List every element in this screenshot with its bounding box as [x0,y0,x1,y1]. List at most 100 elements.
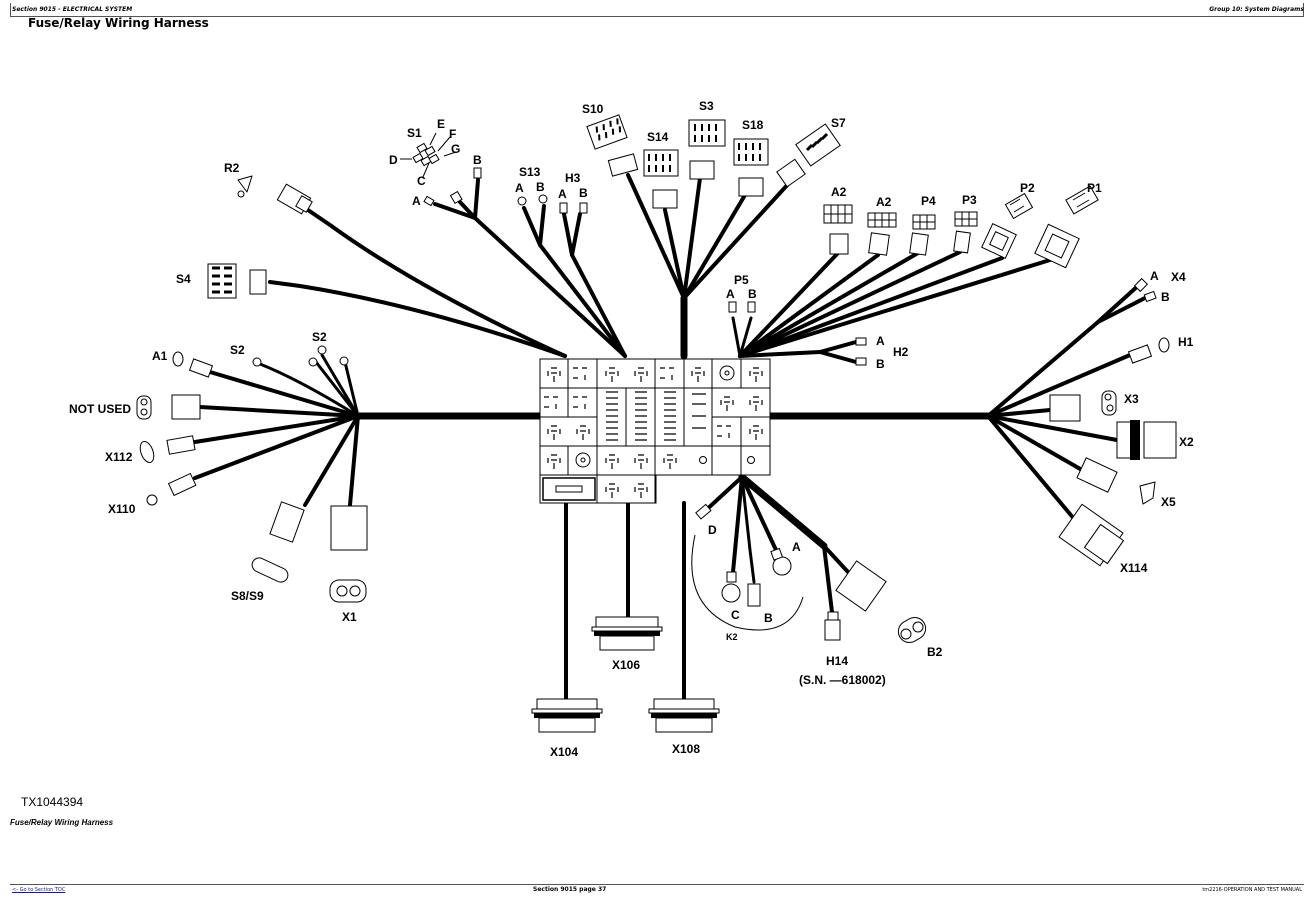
connector-a2-1[interactable] [823,204,853,255]
connector-x3[interactable] [1049,390,1117,422]
header-group: Group 10: System Diagrams [1209,6,1304,13]
connector-p4[interactable] [909,214,936,256]
connector-s4[interactable] [207,263,267,299]
label-k2-c: C [731,608,740,622]
label-not-used: NOT USED [69,402,131,416]
terminal-s2-4[interactable] [339,356,349,366]
terminal-s13-a[interactable] [517,196,527,206]
terminal-s2-1[interactable] [252,357,262,367]
label-x4: X4 [1171,270,1186,284]
label-h2-b: B [876,357,885,371]
go-to-section-toc-link[interactable]: <- Go to Section TOC [12,887,66,893]
label-s4: S4 [176,272,191,286]
label-x106: X106 [612,658,640,672]
terminal-h3-a[interactable] [559,202,568,214]
terminal-k2-b[interactable] [747,583,761,607]
connector-not-used[interactable] [136,394,201,420]
label-r2: R2 [224,161,240,175]
connector-s14[interactable] [643,149,679,209]
label-s3: S3 [699,99,714,113]
terminal-p5-b[interactable] [747,301,756,313]
header-right-rule [1303,3,1304,17]
wires [193,173,1147,702]
terminal-x4-a[interactable] [1133,277,1149,293]
label-s1-wire-a: A [412,194,421,208]
connector-h14[interactable] [824,560,887,641]
terminal-h2-b[interactable] [855,357,867,366]
label-k2-d: D [708,523,717,537]
label-p1: P1 [1087,181,1102,195]
connector-p1[interactable] [1034,185,1099,269]
label-s13-b: B [536,180,545,194]
label-s1-f: F [449,127,456,141]
label-a2-1: A2 [831,185,847,199]
terminal-h2-a[interactable] [855,337,867,346]
footer-manual-title: tm2216-OPERATION AND TEST MANUAL [1202,887,1302,893]
connector-p2[interactable] [981,192,1034,259]
footer-divider [10,884,1304,885]
terminal-s1-a[interactable] [423,195,435,207]
label-a1: A1 [152,349,168,363]
component-labels: S1 E F G D C A B S13 A B H3 A B S10 S14 … [69,99,1194,759]
label-x2: X2 [1179,435,1194,449]
connector-x112[interactable] [138,435,196,465]
connector-r2[interactable] [237,175,313,215]
label-s10: S10 [582,102,604,116]
connector-x114[interactable] [1058,503,1125,567]
connector-x2[interactable] [1116,420,1177,460]
terminal-p5-a[interactable] [728,301,737,313]
connector-h1[interactable] [1127,337,1170,364]
connector-s3[interactable] [688,119,726,180]
terminal-s13-b[interactable] [538,194,548,204]
label-s8-s9: S8/S9 [231,589,264,603]
label-p5-b: B [748,287,757,301]
label-x114: X114 [1120,561,1148,575]
label-x112: X112 [105,450,133,464]
connector-x108[interactable] [648,698,720,733]
label-k2-b: B [764,611,773,625]
connector-x5[interactable] [1076,457,1156,505]
connector-x106[interactable] [591,616,663,651]
footer-page-number: Section 9015 page 37 [533,886,607,893]
terminal-x4-b[interactable] [1143,290,1157,303]
terminal-s2-3[interactable] [308,357,318,367]
label-s2-1: S2 [230,343,245,357]
connector-s10[interactable] [586,114,639,177]
label-p5-a: A [726,287,735,301]
label-s1-d: D [389,153,398,167]
connector-a1[interactable] [172,351,214,378]
connector-p3[interactable] [953,211,978,254]
connector-s8-s9[interactable] [250,501,305,584]
header-left-rule [10,3,11,17]
connector-x110[interactable] [146,472,197,506]
label-s7: S7 [831,116,846,130]
connector-a2-2[interactable] [867,212,897,256]
terminal-s1-plug[interactable] [449,190,463,205]
connector-b2[interactable] [894,613,929,646]
label-p3: P3 [962,193,977,207]
label-a2-2: A2 [876,195,892,209]
label-h3-b: B [579,186,588,200]
terminal-k2-d[interactable] [695,503,712,520]
terminal-s2-2[interactable] [317,345,327,355]
connector-s18[interactable] [733,138,769,197]
connector-s7[interactable] [776,123,841,188]
label-p5: P5 [734,273,749,287]
label-s1-e: E [437,117,445,131]
terminal-h3-b[interactable] [579,202,588,214]
label-x104: X104 [550,745,578,759]
connector-s1[interactable] [400,132,457,178]
terminal-k2-c[interactable] [721,583,741,603]
label-s13: S13 [519,165,541,179]
label-h1: H1 [1178,335,1194,349]
connector-x1[interactable] [329,505,368,603]
connector-x104[interactable] [531,698,603,733]
label-s1-wire-b: B [473,153,482,167]
label-k2: K2 [726,632,738,642]
label-x4-a: A [1150,269,1159,283]
terminal-s1-b[interactable] [473,167,482,179]
label-x3: X3 [1124,392,1139,406]
label-b2: B2 [927,645,943,659]
fuse-relay-block[interactable] [539,358,771,504]
